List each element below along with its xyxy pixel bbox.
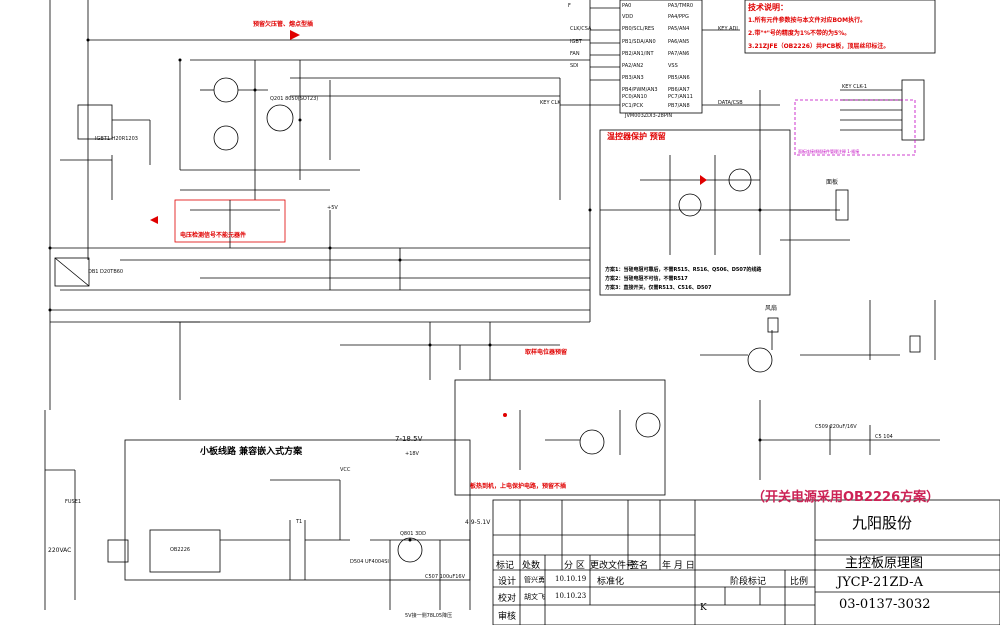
- tech-note-1: 1.所有元件参数按与本文件对应BOM执行。: [748, 17, 867, 24]
- mcu-pin-r8: PB6/AN7: [668, 87, 690, 93]
- mcu-net-clk: CLK/CSA: [570, 26, 592, 32]
- tb-check-date: 10.10.23: [555, 592, 587, 600]
- c509-part: C509 220uF/16V: [815, 424, 857, 430]
- mcu-pin-l10: PC1/PCK: [622, 103, 644, 109]
- tb-header-count: 处数: [522, 561, 541, 571]
- out-voltage-label: 4.9-5.1V: [465, 519, 491, 526]
- wiring: [44, 0, 1000, 625]
- tb-stage-label: 阶段标记: [730, 577, 767, 587]
- key-disp-label: KEY CLK-1: [842, 84, 868, 90]
- d504-part: D504 UF4004SI: [350, 559, 389, 565]
- tech-notes-title: 技术说明：: [748, 3, 788, 12]
- ic-part: OB2226: [170, 547, 191, 553]
- tb-k-label: K: [700, 603, 707, 613]
- plan-line-3: 方案3：直接开关，仅需R513、C516、D507: [605, 285, 712, 291]
- fan-label: 风扇: [765, 305, 778, 312]
- tb-std-label: 标准化: [597, 577, 625, 587]
- tb-scale-label: 比例: [790, 577, 809, 587]
- mcu-net-f: F: [568, 3, 571, 9]
- tb-design-name: 管兴勇: [524, 576, 545, 584]
- mcu-pin-l2: VDD: [622, 14, 634, 20]
- tb-header-change: 更改文件号: [590, 561, 636, 571]
- mcu-pin-r9: PC7/AN11: [668, 94, 693, 100]
- mcu-pin-r1: PA3/TMR0: [668, 3, 694, 9]
- mcu-pin-l8: PB4/PWM/AN3: [622, 87, 658, 93]
- mcu-pin-r10: PB7/AN8: [668, 103, 690, 109]
- plus18v-label: +18V: [405, 451, 419, 457]
- mcu-part: JVM003ZDI3-28PIN: [625, 113, 673, 119]
- plan-line-2: 方案2：当硅电阻不可信，不需R517: [605, 276, 688, 282]
- small-board-title: 小板线路 兼容嵌入式方案: [200, 447, 303, 457]
- tech-note-3: 3.21ZJFE（OB2226）共PCB板，顶层丝印标注。: [748, 43, 890, 50]
- voltage-sample-label: 电压检测信号不能元器件: [180, 232, 247, 239]
- mains-label: 220VAC: [48, 547, 72, 554]
- company-name: 九阳股份: [852, 514, 913, 532]
- mcu-net-keyadi: KEY ADI: [718, 26, 738, 32]
- drawing-title: 主控板原理图: [845, 556, 924, 571]
- mcu-pin-l5: PB2/AN1/INT: [622, 51, 654, 57]
- transformer-part: T1: [296, 519, 303, 525]
- tb-header-date: 年 月 日: [662, 561, 695, 571]
- q201-part: Q201 8050(SOT23): [270, 96, 319, 102]
- igbt-part: IGBT1 H20R1203: [95, 136, 138, 142]
- scheme-note: （开关电源采用OB2226方案）: [752, 490, 940, 505]
- junction-dots: [48, 38, 762, 542]
- tb-header-zone: 分 区: [564, 561, 585, 571]
- tb-design-date: 10.10.19: [555, 575, 587, 583]
- mcu-pin-l6: PA2/AN2: [622, 63, 644, 69]
- c507-part: C507 100uF16V: [425, 574, 465, 580]
- mcu-pin-r3: PA5/AN4: [668, 26, 690, 32]
- drawing-number: 03-0137-3032: [839, 597, 931, 612]
- mcu-pin-r7: PB5/AN6: [668, 75, 690, 81]
- bridge-part: DB1 D20TB60: [88, 269, 124, 275]
- tb-check-label: 校对: [498, 594, 517, 604]
- mcu-net-igbt: IGBT: [570, 39, 582, 45]
- top-power-label: 预留欠压管、熔点型插: [253, 21, 314, 28]
- red-marks: [150, 30, 707, 417]
- q801-part: Q801 3DD: [400, 531, 426, 537]
- in-voltage-label: 7-18.5V: [395, 435, 423, 443]
- tb-header-mark: 标记: [496, 561, 515, 571]
- fuse-label: FUSE1: [65, 499, 82, 505]
- mcu-pin-l9: PC0/AN10: [622, 94, 647, 100]
- tb-header-sign: 签名: [630, 561, 649, 571]
- bottom-note: 5V接一侧78L05降压: [405, 613, 453, 619]
- mcu-net-data: DATA/CSB: [718, 100, 743, 106]
- mcu-pin-l4: PB1/SDA/AN0: [622, 39, 656, 45]
- plan-line-1: 方案1：当硅电阻可靠后，不需R515、R516、Q506、D507的线路: [605, 267, 762, 273]
- mcu-pin-l1: PA0: [622, 3, 632, 9]
- tb-review-label: 审核: [498, 612, 517, 622]
- c5-part: C5 104: [875, 434, 893, 440]
- fan-note: 板热到机，上电保护电路，预留不插: [470, 483, 567, 490]
- tb-check-name: 胡文飞: [524, 593, 545, 601]
- panel-label: 面板: [826, 179, 839, 186]
- disp-notes-label: 面板连接线插接件管理注释 1-插接: [798, 149, 860, 154]
- tb-design-label: 设计: [498, 577, 517, 587]
- plus5v-label: +5V: [327, 205, 338, 211]
- igbt-temp-label: 取样电位器预留: [525, 349, 568, 356]
- mcu-pin-r2: PA4/PPG: [668, 14, 689, 20]
- tech-note-2: 2.带"*"号的精度为1%不带的为5%。: [748, 30, 851, 37]
- mcu-pin-l7: PB3/AN3: [622, 75, 644, 81]
- mcu-pin-r6: VSS: [668, 63, 678, 69]
- model-number: JYCP-21ZD-A: [837, 575, 923, 590]
- vcc-label: VCC: [340, 467, 351, 473]
- mcu-pin-r5: PA7/AN6: [668, 51, 690, 57]
- mcu-pin-r4: PA6/AN5: [668, 39, 690, 45]
- mcu-net-fan: FAN: [570, 51, 580, 57]
- mcu-pin-l3: PB0/SCL/RES: [622, 26, 655, 32]
- temp-protect-title: 温控器保护 预留: [607, 132, 666, 141]
- mcu-net-keyclk: KEY CLK: [540, 100, 561, 106]
- mcu-net-sdi: SDI: [570, 63, 579, 69]
